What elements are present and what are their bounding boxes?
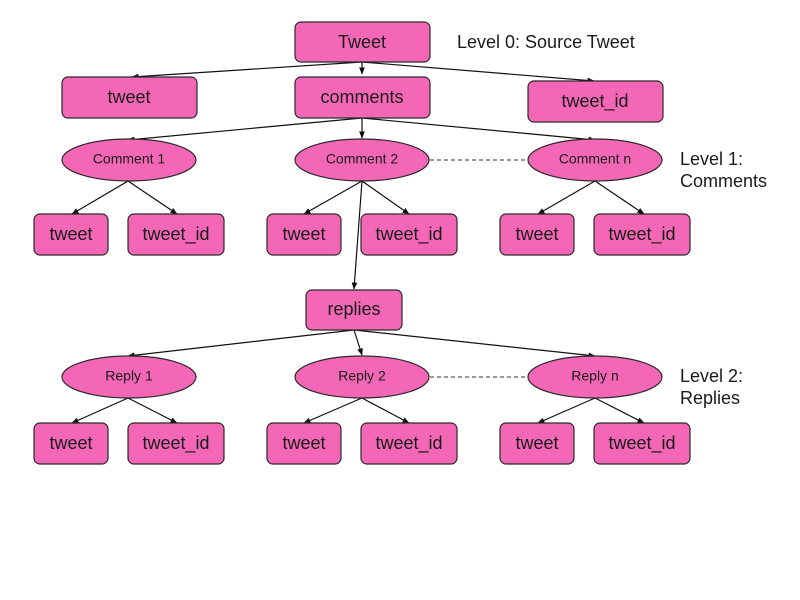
node-rn-tweet-id: tweet_id (593, 422, 691, 465)
edge-comment-2-to-tweet-id (361, 180, 410, 215)
node-c1-tweet-id: tweet_id (127, 213, 225, 256)
level-2-label-line-1: Level 2: (680, 366, 743, 386)
node-label: Reply 1 (105, 368, 153, 384)
node-label: tweet (49, 224, 92, 244)
node-r2-tweet-id: tweet_id (360, 422, 458, 465)
node-replies: replies (305, 289, 403, 331)
node-root-tweet-id: tweet_id (527, 80, 664, 123)
node-r1-tweet: tweet (33, 422, 109, 465)
node-comments: comments (294, 76, 431, 119)
edge-replies-to-reply-n (353, 329, 596, 359)
edge-comment-2-to-tweet (303, 180, 363, 215)
node-root-tweet: tweet (61, 76, 198, 119)
node-label: tweet_id (608, 224, 675, 245)
node-c2-tweet: tweet (266, 213, 342, 256)
edge-comment-1-to-tweet-id (127, 180, 178, 215)
node-label: tweet_id (608, 433, 675, 454)
node-comment-2: Comment 2 (294, 138, 430, 182)
node-label: tweet_id (142, 433, 209, 454)
node-r1-tweet-id: tweet_id (127, 422, 225, 465)
node-c2-tweet-id: tweet_id (360, 213, 458, 256)
edges (71, 61, 645, 424)
edge-reply-2-to-tweet-id (361, 397, 410, 424)
node-label: tweet_id (561, 91, 628, 112)
node-label: Comment n (559, 151, 631, 167)
edge-comment-n-to-tweet (537, 180, 596, 215)
edge-comment-1-to-tweet (71, 180, 129, 215)
edge-root-to-tweet-id (361, 61, 595, 84)
node-label: tweet_id (375, 224, 442, 245)
edge-reply-1-to-tweet (71, 397, 129, 424)
level-0-label: Level 0: Source Tweet (457, 32, 635, 52)
edge-root-to-tweet (131, 61, 363, 80)
edge-reply-n-to-tweet-id (594, 397, 645, 424)
node-label: tweet (515, 224, 558, 244)
node-label: tweet_id (375, 433, 442, 454)
edge-comments-to-comment-1 (127, 117, 363, 143)
edge-comment-2-to-replies (351, 180, 363, 290)
node-r2-tweet: tweet (266, 422, 342, 465)
node-label: replies (327, 299, 380, 319)
edge-reply-n-to-tweet (537, 397, 596, 424)
edge-comments-to-comment-n (361, 117, 596, 143)
node-label: Reply 2 (338, 368, 386, 384)
node-label: tweet_id (142, 224, 209, 245)
edge-reply-2-to-tweet (303, 397, 363, 424)
level-1-label-line-2: Comments (680, 171, 767, 191)
node-label: tweet (282, 433, 325, 453)
edge-comment-n-to-tweet-id (594, 180, 645, 215)
edge-replies-to-reply-1 (127, 329, 355, 359)
node-label: tweet (282, 224, 325, 244)
node-comment-n: Comment n (527, 138, 663, 182)
node-reply-2: Reply 2 (294, 355, 430, 399)
node-label: Tweet (338, 32, 386, 52)
node-cn-tweet: tweet (499, 213, 575, 256)
node-label: comments (320, 87, 403, 107)
node-comment-1: Comment 1 (61, 138, 197, 182)
level-2-label-line-2: Replies (680, 388, 740, 408)
edge-reply-1-to-tweet-id (127, 397, 178, 424)
node-rn-tweet: tweet (499, 422, 575, 465)
node-label: Comment 2 (326, 151, 399, 167)
node-reply-n: Reply n (527, 355, 663, 399)
node-label: tweet (515, 433, 558, 453)
node-c1-tweet: tweet (33, 213, 109, 256)
node-reply-1: Reply 1 (61, 355, 197, 399)
node-root: Tweet (294, 21, 431, 63)
node-label: tweet (107, 87, 150, 107)
level-1-label-line-1: Level 1: (680, 149, 743, 169)
node-label: tweet (49, 433, 92, 453)
edge-replies-to-reply-2 (353, 329, 363, 356)
node-label: Comment 1 (93, 151, 166, 167)
node-label: Reply n (571, 368, 618, 384)
node-cn-tweet-id: tweet_id (593, 213, 691, 256)
